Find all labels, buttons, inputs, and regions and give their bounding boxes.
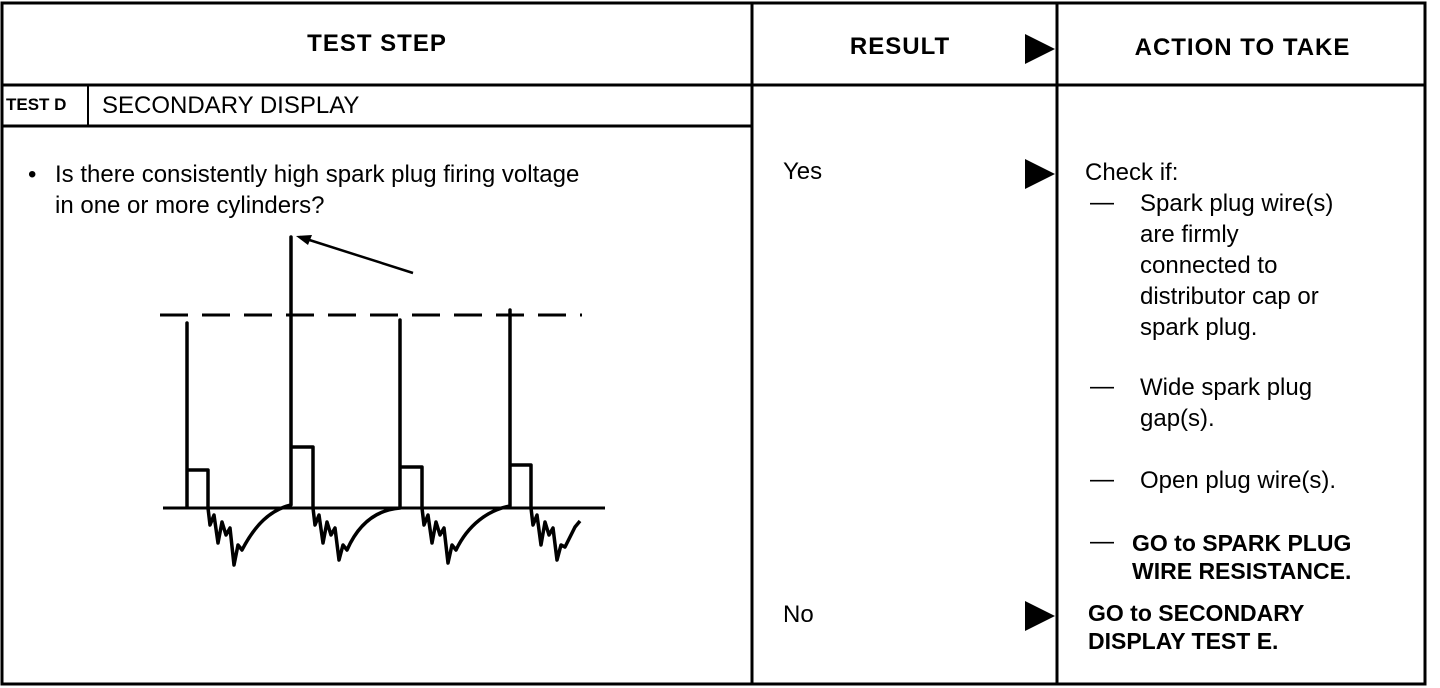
action-check-if: Check if: (1085, 159, 1179, 186)
action-no-line-1: GO to SECONDARY (1088, 600, 1305, 626)
header-test-step: TEST STEP (307, 30, 447, 57)
arrow-right-icon (1025, 601, 1055, 631)
action-item-3: Open plug wire(s). (1140, 467, 1337, 494)
test-title: SECONDARY DISPLAY (102, 92, 360, 119)
action-item-2-line-2: gap(s). (1140, 405, 1215, 432)
header-action: ACTION TO TAKE (1134, 34, 1351, 61)
pointer-arrow-line (299, 235, 414, 275)
question-bullet: • (28, 161, 37, 188)
arrow-right-icon (1025, 34, 1055, 64)
action-item-4-line-2: WIRE RESISTANCE. (1132, 558, 1352, 584)
action-item-1-line-2: are firmly (1140, 221, 1239, 248)
secondary-waveform-diagram (160, 235, 605, 567)
action-item-1-line-1: Spark plug wire(s) (1140, 190, 1334, 217)
action-item-1-dash: — (1090, 189, 1114, 216)
action-no-line-2: DISPLAY TEST E. (1088, 628, 1279, 654)
action-item-2-line-1: Wide spark plug (1140, 374, 1313, 401)
test-id-label: TEST D (6, 95, 67, 114)
action-item-4-line-1: GO to SPARK PLUG (1132, 530, 1352, 556)
header-result: RESULT (849, 33, 951, 60)
action-item-4-dash: — (1090, 528, 1114, 555)
arrow-right-icon (1025, 159, 1055, 189)
action-item-1-line-5: spark plug. (1140, 314, 1258, 341)
pointer-arrowhead (296, 235, 312, 245)
action-item-1-line-3: connected to (1140, 252, 1278, 279)
action-item-3-dash: — (1090, 466, 1114, 493)
action-item-1-line-4: distributor cap or (1140, 283, 1319, 310)
action-item-2-dash: — (1090, 373, 1114, 400)
result-no: No (783, 601, 814, 628)
question-line-1: Is there consistently high spark plug fi… (55, 161, 580, 188)
question-line-2: in one or more cylinders? (55, 192, 325, 219)
waveform-trace (185, 235, 582, 567)
result-yes: Yes (783, 158, 823, 185)
